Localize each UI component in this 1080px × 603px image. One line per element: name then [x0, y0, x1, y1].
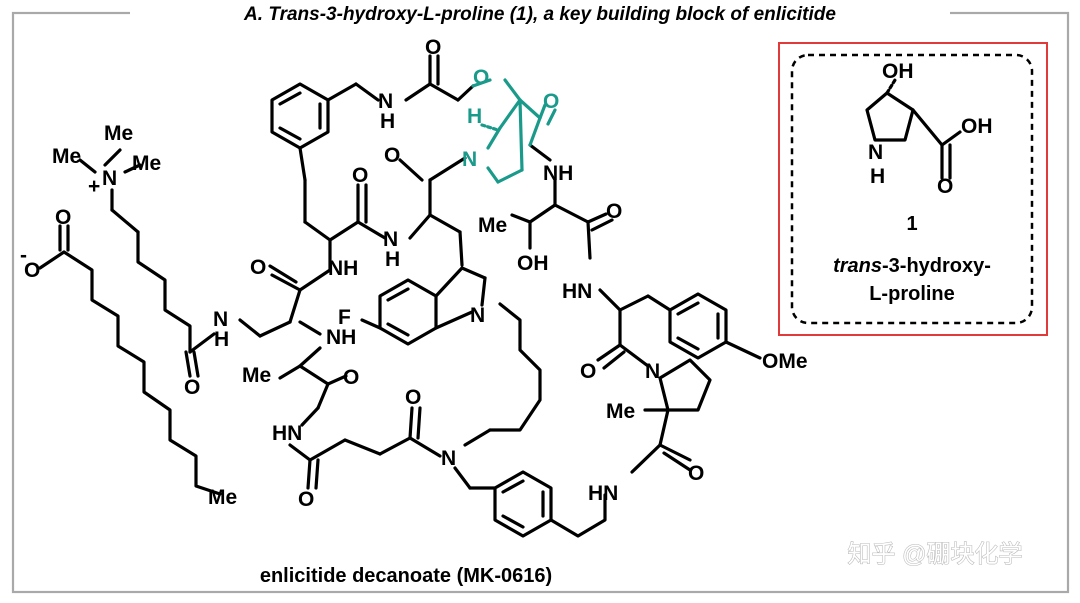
label-o-succ-2: O	[405, 386, 421, 409]
label-o-ser: O	[250, 256, 266, 279]
label-o-trp: O	[384, 144, 400, 167]
label-me-pro: Me	[606, 400, 635, 423]
inset-h-label: H	[870, 165, 885, 188]
label-me-ala: Me	[242, 364, 271, 387]
label-o-tyr: O	[580, 360, 596, 383]
label-me-left: Me	[52, 145, 81, 168]
label-me-thr: Me	[478, 214, 507, 237]
label-n-tertiary: N	[441, 447, 456, 470]
label-n-proline: N	[462, 148, 477, 171]
inset-name-italic: trans	[833, 255, 882, 277]
label-hn-tyr: HN	[562, 280, 592, 303]
label-ome: OMe	[762, 350, 808, 373]
inset-cooh-oh-label: OH	[961, 115, 993, 138]
inset-compound-number: 1	[906, 213, 917, 235]
compound-caption: enlicitide decanoate (MK-0616)	[260, 565, 552, 587]
label-me-top: Me	[104, 122, 133, 145]
label-o-glycolate: O	[425, 36, 441, 59]
inset-name-rest: -3-hydroxy-	[882, 255, 991, 277]
label-o-ether: O	[473, 66, 489, 89]
label-oh-thr: OH	[517, 252, 549, 275]
label-n-amide-2: N	[383, 228, 398, 251]
label-minus: -	[20, 244, 27, 267]
label-o-carboxylate: O	[55, 206, 71, 229]
label-nh-ser: NH	[326, 326, 356, 349]
label-h-benzyl: H	[380, 110, 395, 133]
label-n-pro: N	[645, 360, 660, 383]
label-n-ammonium: N	[102, 167, 117, 190]
label-plus: +	[88, 175, 100, 198]
inset-border	[778, 42, 1048, 336]
inset-oh-label: OH	[882, 60, 914, 83]
inset-structure	[865, 78, 962, 180]
label-me-right: Me	[132, 152, 161, 175]
label-o-ala: O	[343, 366, 359, 389]
label-o-lys: O	[184, 376, 200, 399]
label-nh-1: NH	[328, 257, 358, 280]
inset-name-line2: L-proline	[869, 283, 955, 305]
highlighted-hydroxyproline	[471, 78, 557, 184]
label-h-bridge: H	[467, 105, 482, 128]
label-h-lys: H	[214, 328, 229, 351]
label-hn-ala: HN	[272, 422, 302, 445]
inset-n-label: N	[868, 141, 883, 164]
figure-title: A. Trans-3-hydroxy-L-proline (1), a key …	[243, 4, 836, 25]
label-h-amide-2: H	[385, 248, 400, 271]
title-backdrop	[130, 2, 950, 26]
main-structure-bonds	[38, 54, 762, 538]
label-o-pro: O	[688, 462, 704, 485]
label-n-indole: N	[470, 304, 485, 327]
main-structure-labels: Me Me Me N + O O - Me N H O O NH O N H O…	[20, 36, 808, 511]
label-hn-pro: HN	[588, 482, 618, 505]
label-n-lys: N	[213, 308, 228, 331]
label-f: F	[338, 306, 351, 329]
inset-name-line1: trans-3-hydroxy-	[833, 255, 991, 277]
label-n-benzyl: N	[378, 90, 393, 113]
inset-carbonyl-o-label: O	[937, 175, 953, 198]
watermark: 知乎 @硼块化学	[847, 541, 1022, 568]
label-o-amide-1: O	[352, 164, 368, 187]
label-o-minus: O	[24, 259, 40, 282]
label-nh-thr: NH	[543, 162, 573, 185]
label-o-thr: O	[606, 200, 622, 223]
inset-dashed-box	[790, 53, 1034, 325]
label-o-proline: O	[543, 90, 559, 113]
label-o-succ-1: O	[298, 488, 314, 511]
label-me-decanoate: Me	[208, 486, 237, 509]
